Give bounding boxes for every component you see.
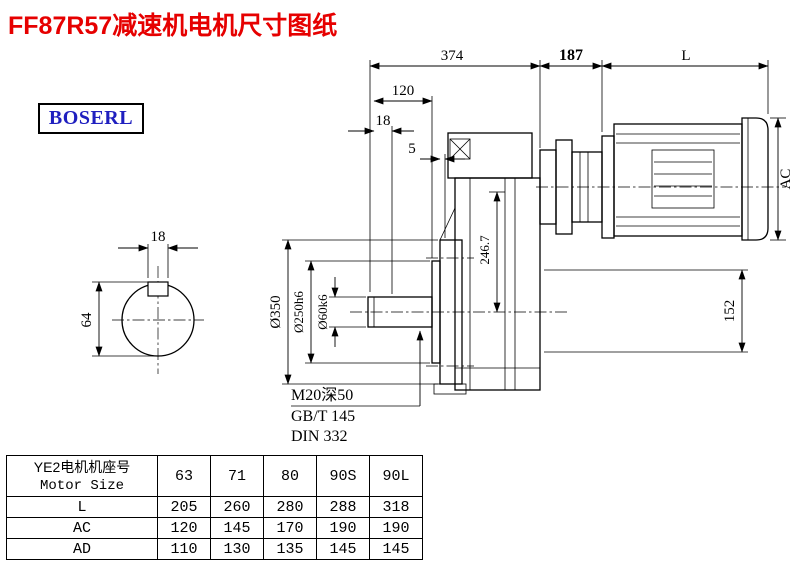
dim-key-width: 18 [151, 229, 166, 245]
page-title: FF87R57减速机电机尺寸图纸 [8, 12, 338, 40]
dim-flange-diameter: Ø350 [268, 295, 284, 328]
motor-nameplate [651, 149, 715, 209]
dim-gap: 5 [408, 141, 416, 157]
header-en: Motor Size [39, 477, 124, 494]
note-din-standard: DIN 332 [291, 428, 347, 445]
table-row: AC 120 145 170 190 190 [6, 517, 423, 539]
row-label: AD [6, 538, 158, 560]
housing-top-box [447, 132, 533, 179]
gearmotor-side-view [350, 117, 786, 395]
table-header-motor-size: YE2电机机座号 Motor Size [6, 455, 158, 497]
table-cell: 190 [316, 517, 370, 539]
keyway [147, 281, 169, 297]
table-header-cell: 90S [316, 455, 370, 497]
note-tap-hole: M20深50 [291, 386, 353, 404]
dim-overall-length: 374 [441, 48, 464, 64]
flange-foot [433, 383, 467, 395]
table-row: AD 110 130 135 145 145 [6, 538, 423, 560]
table-cell: 145 [316, 538, 370, 560]
table-header-row: YE2电机机座号 Motor Size 63 71 80 90S 90L [6, 455, 423, 497]
dimensions: 374 187 L 120 18 5 Ø350 Ø250h6 Ø60k6 246… [268, 47, 794, 445]
table-cell: 318 [369, 496, 423, 518]
gear-housing [454, 177, 541, 391]
table-cell: 170 [263, 517, 317, 539]
table-cell: 130 [210, 538, 264, 560]
dim-motor-diameter: AC [778, 169, 794, 190]
table-header-cell: 80 [263, 455, 317, 497]
table-cell: 288 [316, 496, 370, 518]
table-header-cell: 90L [369, 455, 423, 497]
table-header-cell: 71 [210, 455, 264, 497]
table-cell: 120 [157, 517, 211, 539]
note-gbt-standard: GB/T 145 [291, 408, 355, 425]
dim-shaft-height: 64 [79, 312, 95, 328]
table-cell: 280 [263, 496, 317, 518]
dim-key-length: 18 [376, 113, 391, 129]
row-label: AC [6, 517, 158, 539]
motor-body [613, 123, 743, 237]
output-shaft [367, 296, 433, 328]
table-cell: 260 [210, 496, 264, 518]
dim-adapter-length: 187 [559, 47, 583, 64]
table-cell: 110 [157, 538, 211, 560]
brand-logo: BOSERL [38, 103, 144, 134]
dim-shaft-projection: 120 [392, 83, 415, 99]
table-row: L 205 260 280 288 318 [6, 496, 423, 518]
table-cell: 190 [369, 517, 423, 539]
row-label: L [6, 496, 158, 518]
shaft-section-view: 18 64 [79, 229, 204, 374]
motor-size-table: YE2电机机座号 Motor Size 63 71 80 90S 90L L 2… [6, 455, 423, 560]
dim-center-height: 246.7 [477, 235, 492, 265]
dim-base-height: 152 [722, 300, 738, 323]
header-cn: YE2电机机座号 [33, 458, 131, 475]
dim-motor-length: L [681, 48, 690, 64]
table-header-cell: 63 [157, 455, 211, 497]
fan-cowl [741, 117, 769, 241]
table-cell: 205 [157, 496, 211, 518]
table-cell: 145 [369, 538, 423, 560]
dim-pilot-diameter: Ø250h6 [291, 291, 306, 333]
table-cell: 145 [210, 517, 264, 539]
dim-shaft-diameter: Ø60k6 [315, 294, 330, 330]
table-cell: 135 [263, 538, 317, 560]
